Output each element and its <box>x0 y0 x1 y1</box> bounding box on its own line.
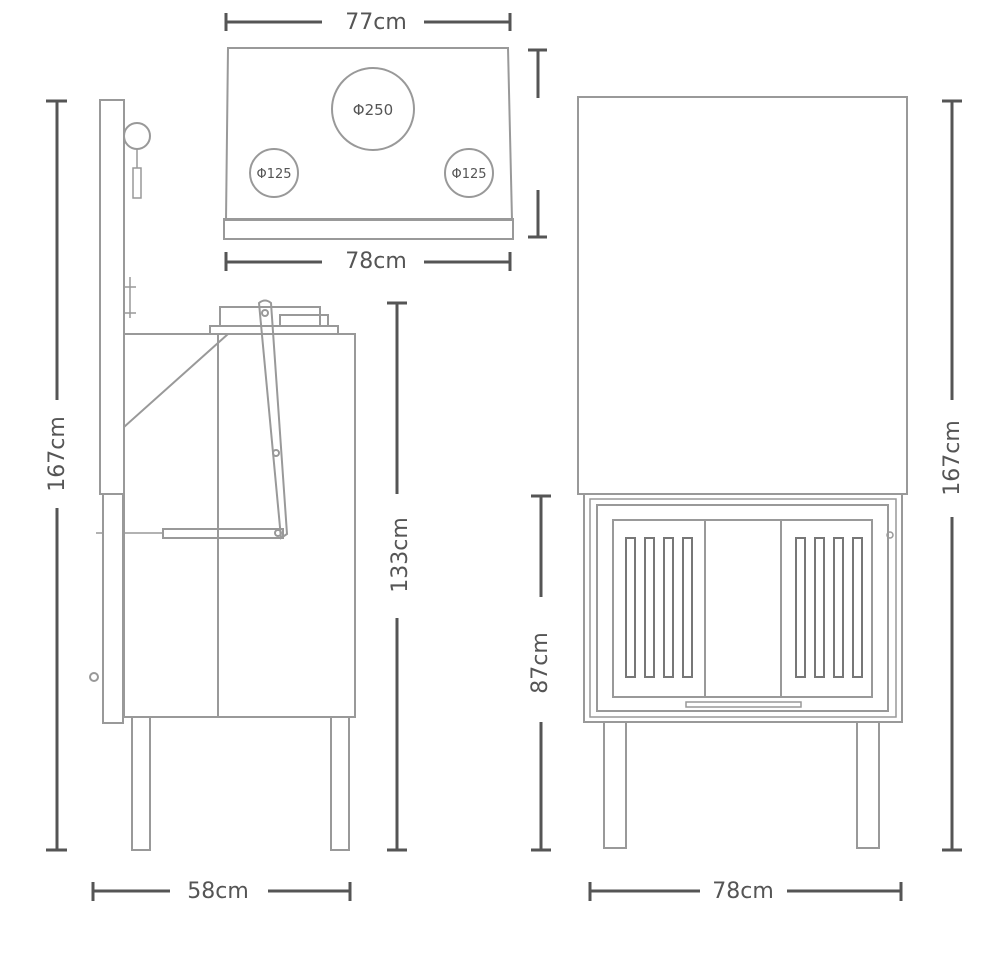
side-top-step-3 <box>279 314 329 327</box>
side-depth-dimension: 58cm <box>91 879 352 904</box>
front-width-label: 78cm <box>712 879 774 904</box>
side-depth-label: 58cm <box>187 879 249 904</box>
front-ash-slot <box>685 701 802 708</box>
front-glass-panel <box>612 519 873 698</box>
outlet-large-label: Φ250 <box>353 101 393 119</box>
front-view: 87cm 167cm 78cm <box>528 96 965 904</box>
front-total-height-label: 167cm <box>940 420 965 496</box>
side-view: 167cm <box>45 99 413 904</box>
front-hood <box>577 96 908 495</box>
front-door <box>596 504 889 712</box>
front-firebox-frame <box>589 498 897 718</box>
top-width-label: 78cm <box>345 249 407 274</box>
top-view: 77cm Φ250 Φ125 Φ125 78cm <box>223 10 547 274</box>
lever-pivot-top <box>261 309 269 317</box>
top-width-dimension: 78cm <box>224 249 512 274</box>
outlet-small-right-label: Φ125 <box>451 167 486 182</box>
outlet-large-circle <box>331 67 415 151</box>
front-door-latch <box>886 531 894 539</box>
side-top-step-2 <box>219 306 321 327</box>
side-body-height-dimension: 133cm <box>387 301 413 852</box>
side-leg-back <box>330 716 350 851</box>
front-leg-left <box>603 721 627 849</box>
front-leg-right <box>856 721 880 849</box>
top-depth-dimension: 77cm <box>224 10 512 35</box>
side-total-height-label: 167cm <box>45 416 70 492</box>
outlet-small-left-label: Φ125 <box>256 167 291 182</box>
lever-pivot-mid <box>272 449 280 457</box>
side-hood-slope <box>123 333 229 428</box>
side-body-height-label: 133cm <box>388 517 413 593</box>
top-view-side-bracket <box>528 48 547 239</box>
side-leg-front <box>131 716 151 851</box>
front-width-dimension: 78cm <box>588 879 903 904</box>
outlet-small-right-circle <box>444 148 494 198</box>
top-view-outline <box>224 47 514 221</box>
front-total-height-dimension: 167cm <box>940 99 965 852</box>
shelf-pivot <box>274 529 282 537</box>
side-total-height-dimension: 167cm <box>45 99 70 852</box>
handle-ring <box>123 122 151 150</box>
top-view-front-edge <box>223 218 514 240</box>
side-knob <box>89 672 99 682</box>
side-shelf-bar <box>162 528 284 539</box>
side-lever-arm <box>257 299 289 540</box>
handle-grip <box>132 167 142 199</box>
side-back-panel <box>99 99 125 495</box>
front-left-slats <box>625 537 693 678</box>
outlet-small-left-circle <box>249 148 299 198</box>
side-lower-back <box>102 493 124 724</box>
front-firebox-outer <box>583 493 903 723</box>
front-right-slats <box>795 537 863 678</box>
front-base-height-dimension: 87cm <box>528 494 553 852</box>
front-base-height-label: 87cm <box>528 632 553 694</box>
top-depth-label: 77cm <box>345 10 407 35</box>
side-body <box>123 333 356 718</box>
